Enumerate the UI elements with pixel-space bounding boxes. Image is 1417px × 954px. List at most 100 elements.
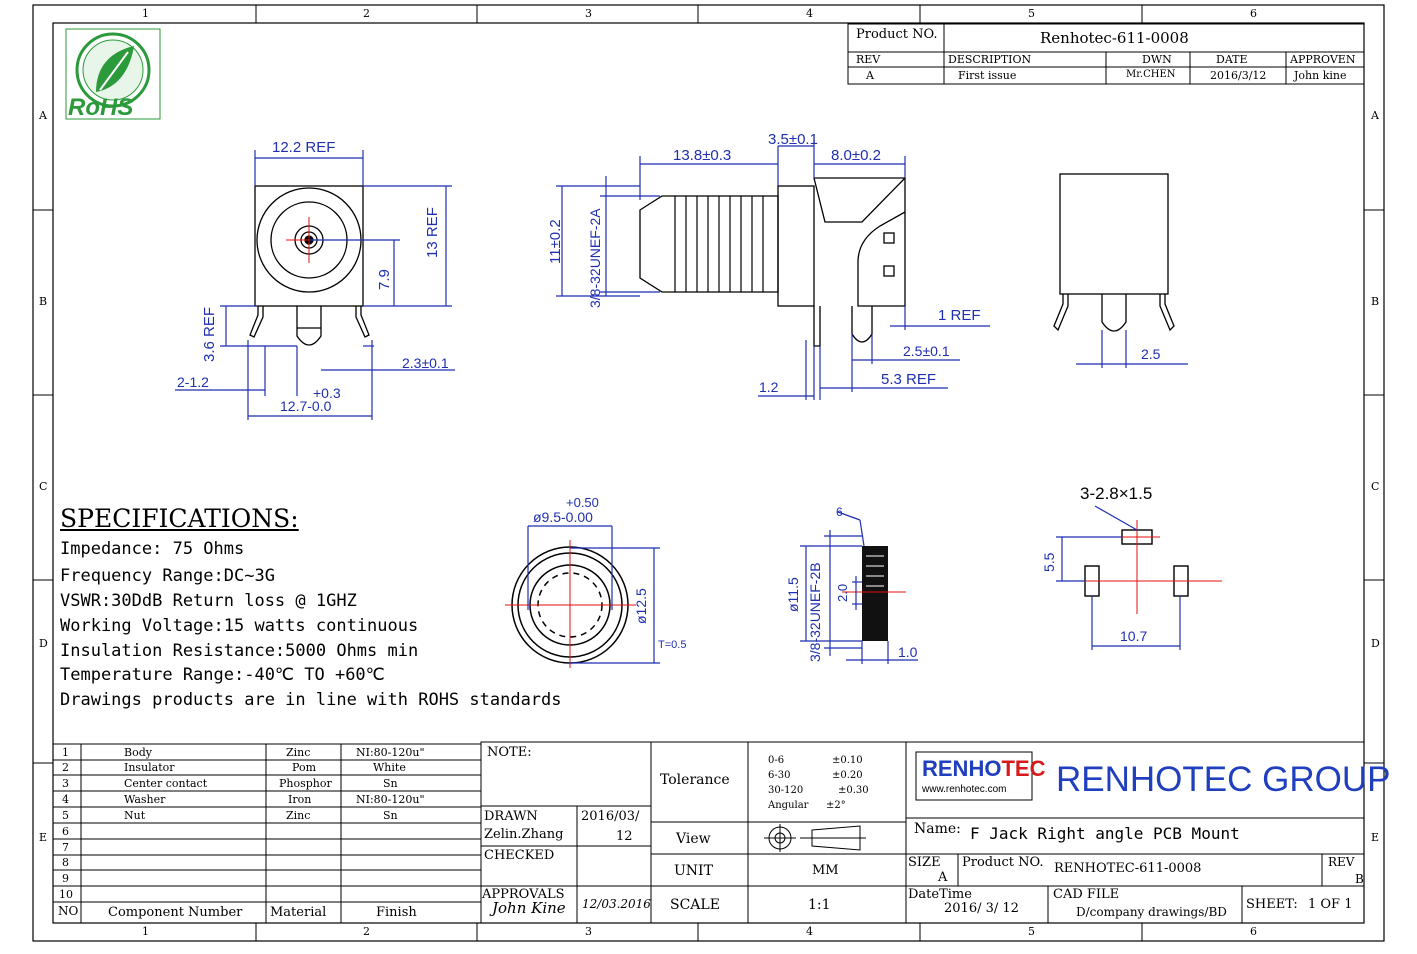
dim-side-pin-ref: 5.3 REF [881, 371, 937, 388]
bom-row-2-finish: White [373, 761, 406, 774]
datetime-label: DateTime [908, 887, 972, 902]
description-header: DESCRIPTION [948, 53, 1032, 66]
name-label: Name: [914, 821, 961, 837]
bom-header-component: Component Number [108, 905, 243, 920]
tolerance-range-1: 0-6 [768, 755, 785, 766]
dim-side-length-a: 13.8±0.3 [673, 147, 732, 164]
bom-row-5-finish: Sn [383, 809, 398, 822]
rev-product-no-label: Product NO. [856, 27, 938, 42]
bom-row-4-component: Washer [124, 793, 166, 806]
row-label-b: B [39, 295, 48, 308]
dim-front-pin-length: 3.6 REF [201, 306, 218, 362]
dim-washer-inner-diameter: ø9.5-0.00 [533, 509, 593, 525]
tolerance-range-3: 30-120 [768, 785, 804, 796]
row-label-a: A [39, 109, 47, 122]
size-label: SIZE [908, 855, 941, 870]
col-label-2-bottom: 2 [363, 925, 370, 938]
checked-label: CHECKED [484, 848, 555, 863]
spec-line-frequency: Frequency Range:DC~3G [60, 566, 275, 586]
tolerance-value-1: ±0.10 [832, 755, 863, 766]
cad-file-label: CAD FILE [1053, 887, 1120, 902]
bom-row-4-no: 4 [62, 793, 69, 806]
tolerance-range-2: 6-30 [768, 770, 791, 781]
scale-value: 1:1 [808, 897, 831, 913]
row-label-c-right: C [1371, 480, 1380, 493]
name-value: F Jack Right angle PCB Mount [970, 824, 1240, 843]
dim-front-pin-width: 2.3±0.1 [402, 355, 449, 371]
row-label-e-right: E [1371, 831, 1380, 844]
size-value: A [938, 870, 948, 885]
front-dimensions [175, 150, 455, 420]
footprint-dimensions [1056, 505, 1181, 650]
bom-row-3-finish: Sn [383, 777, 398, 790]
bom-row-6-no: 6 [62, 825, 69, 838]
row-label-c: C [39, 480, 48, 493]
bom-row-3-material: Phosphor [279, 777, 332, 790]
description-value: First issue [958, 69, 1017, 82]
bom-row-1-material: Zinc [286, 746, 311, 759]
rev-product-no-value: Renhotec-611-0008 [1040, 29, 1189, 47]
dwn-value: Mr.CHEN [1126, 69, 1176, 80]
bom-row-3-no: 3 [62, 777, 69, 790]
dim-front-tol-up: +0.3 [313, 385, 341, 401]
side-dimensions [556, 140, 990, 400]
approvals-date: 12/03.2016 [582, 897, 651, 911]
grid-dividers [33, 5, 1384, 941]
bom-row-7-no: 7 [62, 841, 69, 854]
dim-footprint-height: 5.5 [1041, 552, 1057, 572]
approven-value: John kine [1294, 69, 1347, 82]
spec-line-impedance: Impedance: 75 Ohms [60, 539, 245, 559]
dim-side-thread: 3/8-32UNEF-2A [587, 208, 603, 308]
cad-file-value: D/company drawings/BD [1076, 905, 1227, 919]
col-label-1: 1 [142, 7, 149, 20]
dim-side-pin-width: 2.5±0.1 [903, 343, 950, 359]
dim-front-height-right: 13 REF [424, 207, 441, 258]
approvals-label: APPROVALS [482, 887, 565, 902]
dim-washer-thickness: T=0.5 [658, 639, 687, 651]
date-value: 2016/3/12 [1210, 69, 1267, 82]
dim-footprint-holes: 3-2.8×1.5 [1080, 484, 1153, 503]
drawn-date-a: 2016/03/ [581, 809, 640, 824]
bom-row-1-finish: NI:80-120u" [356, 746, 425, 759]
col-label-4: 4 [806, 7, 813, 20]
bom-row-4-material: Iron [288, 793, 312, 806]
bom-header-material: Material [270, 905, 327, 920]
bom-row-3-component: Center contact [124, 777, 208, 790]
rohs-logo-text: RoHS [68, 94, 134, 121]
bom-header-finish: Finish [376, 905, 417, 920]
rear-dimensions [1076, 330, 1188, 368]
col-label-3: 3 [585, 7, 592, 20]
spec-line-vswr: VSWR:30DdB Return loss @ 1GHZ [60, 591, 357, 611]
tolerance-range-4: Angular [768, 800, 809, 811]
view-label: View [676, 831, 711, 847]
washer-centerline [505, 540, 636, 668]
dim-front-width-top: 12.2 REF [272, 139, 336, 156]
brand-logo-text: RENHOTEC [922, 756, 1046, 781]
spec-line-temperature: Temperature Range:-40℃ TO +60℃ [60, 665, 385, 685]
col-label-6-bottom: 6 [1250, 925, 1257, 938]
rev-label: REV [1328, 855, 1355, 869]
bottom-block-grid [480, 741, 1365, 924]
row-label-d-right: D [1371, 637, 1380, 650]
bom-row-1-component: Body [124, 746, 152, 759]
revision-block-grid [847, 23, 1365, 85]
date-header: DATE [1216, 53, 1248, 66]
tolerance-value-2: ±0.20 [832, 770, 863, 781]
col-label-4-bottom: 4 [806, 925, 813, 938]
col-label-2: 2 [363, 7, 370, 20]
nut-view [862, 546, 888, 641]
col-label-3-bottom: 3 [585, 925, 592, 938]
bom-table-grid [52, 743, 482, 924]
bom-row-4-finish: NI:80-120u" [356, 793, 425, 806]
note-label: NOTE: [487, 745, 532, 760]
dim-front-offset-left: 2-1.2 [177, 374, 209, 390]
dim-side-length-b: 3.5±0.1 [768, 131, 818, 148]
nut-dimensions [800, 511, 918, 664]
bom-row-2-material: Pom [292, 761, 317, 774]
tolerance-value-4: ±2° [826, 800, 846, 811]
rohs-logo [65, 28, 161, 120]
drawn-date-b: 12 [616, 829, 633, 844]
rev-header: REV [856, 53, 881, 66]
renhotec-logo-box [915, 751, 1033, 801]
